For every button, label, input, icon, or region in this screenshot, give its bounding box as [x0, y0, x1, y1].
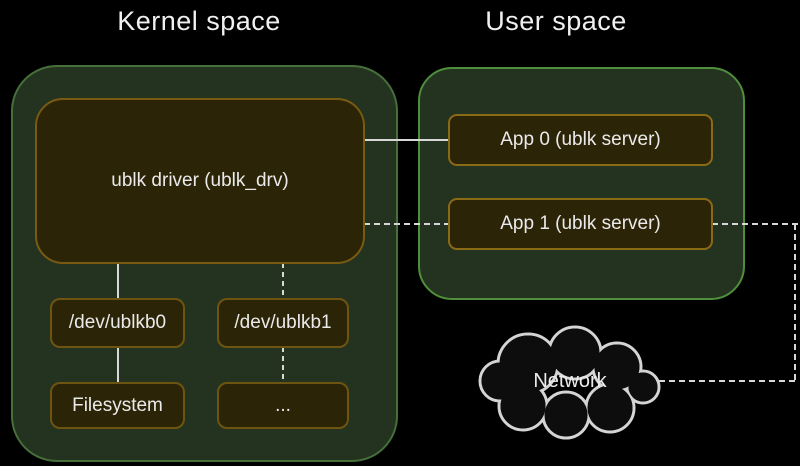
app1-ublk-server-box: App 1 (ublk server): [448, 198, 713, 250]
network-label: Network: [533, 370, 607, 392]
kernel-space-title: Kernel space: [117, 6, 281, 36]
user-space-title: User space: [485, 6, 627, 36]
network-cloud: [478, 325, 661, 440]
user-space-container: [418, 67, 745, 300]
dev-ublkb1-box: /dev/ublkb1: [217, 298, 349, 348]
app0-ublk-server-box: App 0 (ublk server): [448, 114, 713, 166]
dev-ublkb0-box: /dev/ublkb0: [50, 298, 185, 348]
ublk-driver-box: ublk driver (ublk_drv): [35, 98, 365, 264]
more-devices-box: ...: [217, 382, 349, 429]
filesystem-box: Filesystem: [50, 382, 185, 429]
